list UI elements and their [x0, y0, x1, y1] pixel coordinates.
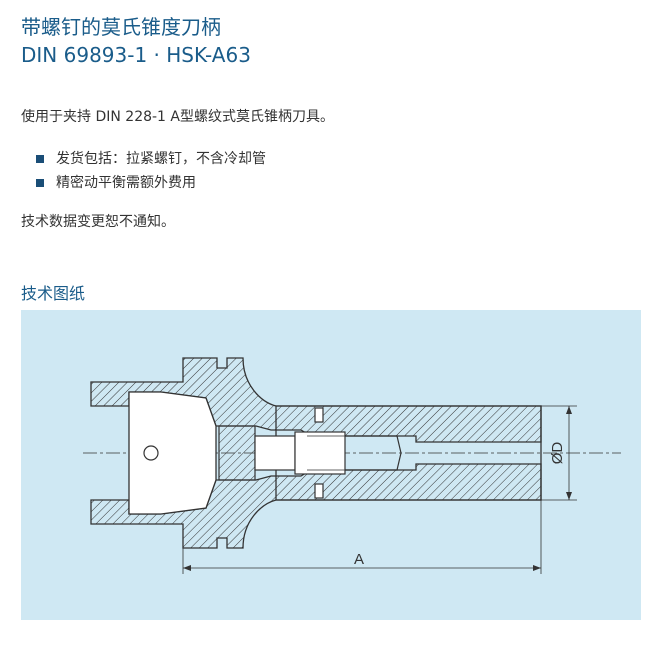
cross-hole [143, 445, 159, 461]
feature-list: 发货包括：拉紧螺钉，不含冷却管 精密动平衡需额外费用 [36, 147, 266, 195]
screw-shank [254, 435, 296, 471]
list-item: 精密动平衡需额外费用 [36, 171, 266, 195]
length-label: A [354, 551, 364, 568]
product-description: 使用于夹持 DIN 228-1 A型螺纹式莫氏锥柄刀具。 [21, 109, 334, 125]
diameter-label: ØD [549, 442, 566, 465]
product-standard-code: DIN 69893-1 · HSK-A63 [21, 43, 251, 67]
change-notice: 技术数据变更恕不通知。 [21, 214, 175, 230]
page-title: 带螺钉的莫氏锥度刀柄 [21, 15, 221, 39]
screw-thread [294, 431, 346, 475]
technical-drawing-panel: ØD A [21, 310, 641, 620]
drawing-heading: 技术图纸 [21, 284, 86, 303]
clamping-screw [218, 425, 256, 481]
thread-end [345, 435, 402, 471]
list-item-text: 发货包括：拉紧螺钉，不含冷却管 [56, 151, 266, 167]
bullet-square-icon [36, 155, 44, 163]
retaining-pin [314, 483, 324, 499]
arrowhead [566, 406, 572, 414]
retaining-pin [314, 407, 324, 423]
bullet-square-icon [36, 179, 44, 187]
list-item-text: 精密动平衡需额外费用 [56, 175, 196, 191]
hsk-cavity [128, 391, 217, 515]
technical-drawing: ØD A [83, 357, 621, 574]
arrowhead [566, 492, 572, 500]
arrowhead [533, 565, 541, 571]
arrowhead [183, 565, 191, 571]
list-item: 发货包括：拉紧螺钉，不含冷却管 [36, 147, 266, 171]
